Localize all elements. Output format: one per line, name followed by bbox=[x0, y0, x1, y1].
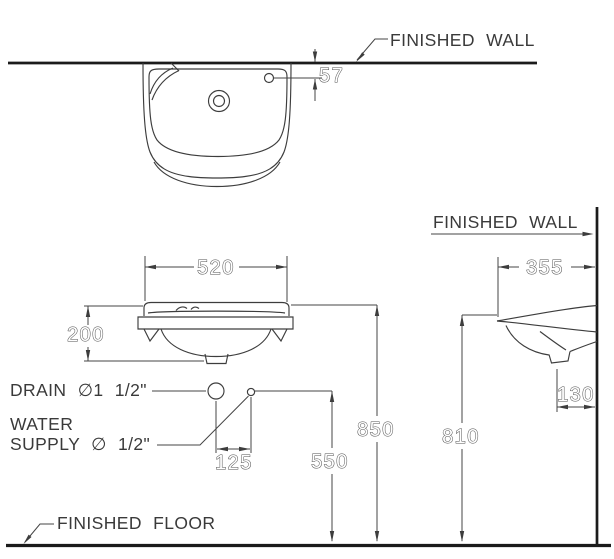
dim-arrowhead-icon bbox=[276, 264, 287, 270]
dim-arrowhead-icon bbox=[217, 446, 228, 452]
dimension-810: 810 bbox=[442, 314, 497, 542]
mounting-bracket-left bbox=[143, 328, 160, 343]
finished-floor-label: FINISHED FLOOR bbox=[57, 513, 215, 533]
dim-arrowhead-icon bbox=[584, 404, 595, 410]
sink-plan-outline bbox=[142, 62, 292, 188]
dim-arrowhead-icon bbox=[239, 446, 250, 452]
dimension-850: 850 bbox=[291, 304, 395, 542]
dim-arrowhead-icon bbox=[498, 264, 509, 270]
dimension-550: 550 bbox=[311, 391, 349, 542]
dim-arrowhead-icon bbox=[312, 79, 318, 90]
sink-side-bowl-back-curve bbox=[539, 331, 567, 351]
drain-label: DRAIN ∅1 1/2" bbox=[10, 380, 147, 400]
rim-corner-tick bbox=[170, 62, 180, 72]
dim-arrowhead-icon bbox=[557, 404, 568, 410]
faucet-hole-circle bbox=[263, 72, 275, 84]
dim-arrowhead-icon bbox=[459, 531, 465, 542]
dim-arrowhead-icon bbox=[459, 315, 465, 326]
soap-dish-ridge-line-1 bbox=[149, 67, 174, 95]
dimension-57: 57 bbox=[274, 49, 344, 101]
leader-arrowhead-icon bbox=[356, 52, 365, 62]
dim-arrowhead-icon bbox=[145, 264, 156, 270]
dimension-125: 125 bbox=[215, 397, 253, 475]
dimension-200: 200 bbox=[67, 305, 204, 362]
dim-arrowhead-icon bbox=[85, 306, 91, 317]
soap-dish-ridge-line-2 bbox=[151, 69, 180, 101]
sink-front-outline bbox=[137, 301, 294, 365]
sink-plan-front-apron bbox=[153, 161, 281, 188]
sink-side-drain-outlet bbox=[548, 351, 571, 364]
sink-side-outline bbox=[496, 304, 598, 364]
water-supply-label-line1: WATER bbox=[10, 414, 73, 434]
sink-front-rim-inner-line bbox=[147, 310, 286, 314]
finished-floor-leader bbox=[24, 523, 54, 543]
water-supply-label-line2: SUPPLY ∅ 1/2" bbox=[10, 434, 150, 454]
dim-arrowhead-icon bbox=[312, 51, 318, 62]
dim-520-value: 520 bbox=[197, 257, 235, 279]
dim-355-value: 355 bbox=[526, 257, 564, 279]
finished-wall-top-label: FINISHED WALL bbox=[390, 30, 535, 50]
dim-arrowhead-icon bbox=[374, 305, 380, 316]
side-elevation: FINISHED WALL 355 130 bbox=[431, 207, 599, 544]
sink-front-bowl-underside bbox=[160, 328, 272, 358]
water-supply-leader-line bbox=[157, 395, 249, 446]
sink-side-underside-to-wall bbox=[569, 340, 598, 353]
dim-arrowhead-icon bbox=[329, 531, 335, 542]
dim-arrowhead-icon bbox=[584, 264, 595, 270]
dim-arrowhead-icon bbox=[85, 350, 91, 361]
spout-mark-1 bbox=[175, 306, 188, 311]
drain-plan-inner-circle bbox=[212, 94, 226, 108]
dim-810-value: 810 bbox=[442, 426, 480, 448]
dimension-130: 130 bbox=[556, 369, 595, 412]
sink-side-rim-underside bbox=[496, 320, 598, 333]
sink-side-bowl-underside bbox=[505, 325, 550, 356]
front-elevation: 520 200 DRAIN ∅1 1/2" WATER bbox=[6, 256, 611, 548]
leader-arrowhead-icon bbox=[23, 534, 32, 544]
sink-side-top-edge bbox=[496, 304, 598, 322]
plan-view: FINISHED WALL 57 bbox=[8, 30, 537, 188]
finished-floor-callout: FINISHED FLOOR bbox=[23, 513, 215, 544]
dim-57-value: 57 bbox=[319, 65, 344, 87]
dim-200-value: 200 bbox=[67, 324, 105, 346]
mounting-bracket-right bbox=[271, 328, 288, 343]
dim-arrowhead-icon bbox=[374, 531, 380, 542]
dim-130-value: 130 bbox=[557, 384, 595, 406]
spout-mark-2 bbox=[190, 306, 200, 310]
dim-550-value: 550 bbox=[311, 451, 349, 473]
drain-plan-outer-circle bbox=[207, 89, 231, 113]
leader-arrowhead-icon bbox=[582, 231, 594, 237]
dim-850-value: 850 bbox=[357, 419, 395, 441]
dim-125-value: 125 bbox=[215, 452, 253, 474]
rough-in-callouts: DRAIN ∅1 1/2" WATER SUPPLY ∅ 1/2" bbox=[10, 380, 332, 454]
drain-tailpiece bbox=[204, 353, 229, 365]
water-supply-stub-circle bbox=[246, 387, 256, 397]
sink-plan-outer-rim bbox=[142, 62, 292, 179]
dimension-520: 520 bbox=[144, 256, 288, 302]
sink-plan-inner-bowl bbox=[148, 68, 288, 158]
finished-wall-side-label: FINISHED WALL bbox=[433, 212, 578, 232]
sink-front-mid-band bbox=[137, 316, 294, 330]
sink-front-top-rim bbox=[143, 301, 290, 316]
dim-arrowhead-icon bbox=[329, 391, 335, 402]
drain-stub-circle bbox=[207, 382, 225, 400]
dimension-355: 355 bbox=[497, 257, 595, 317]
